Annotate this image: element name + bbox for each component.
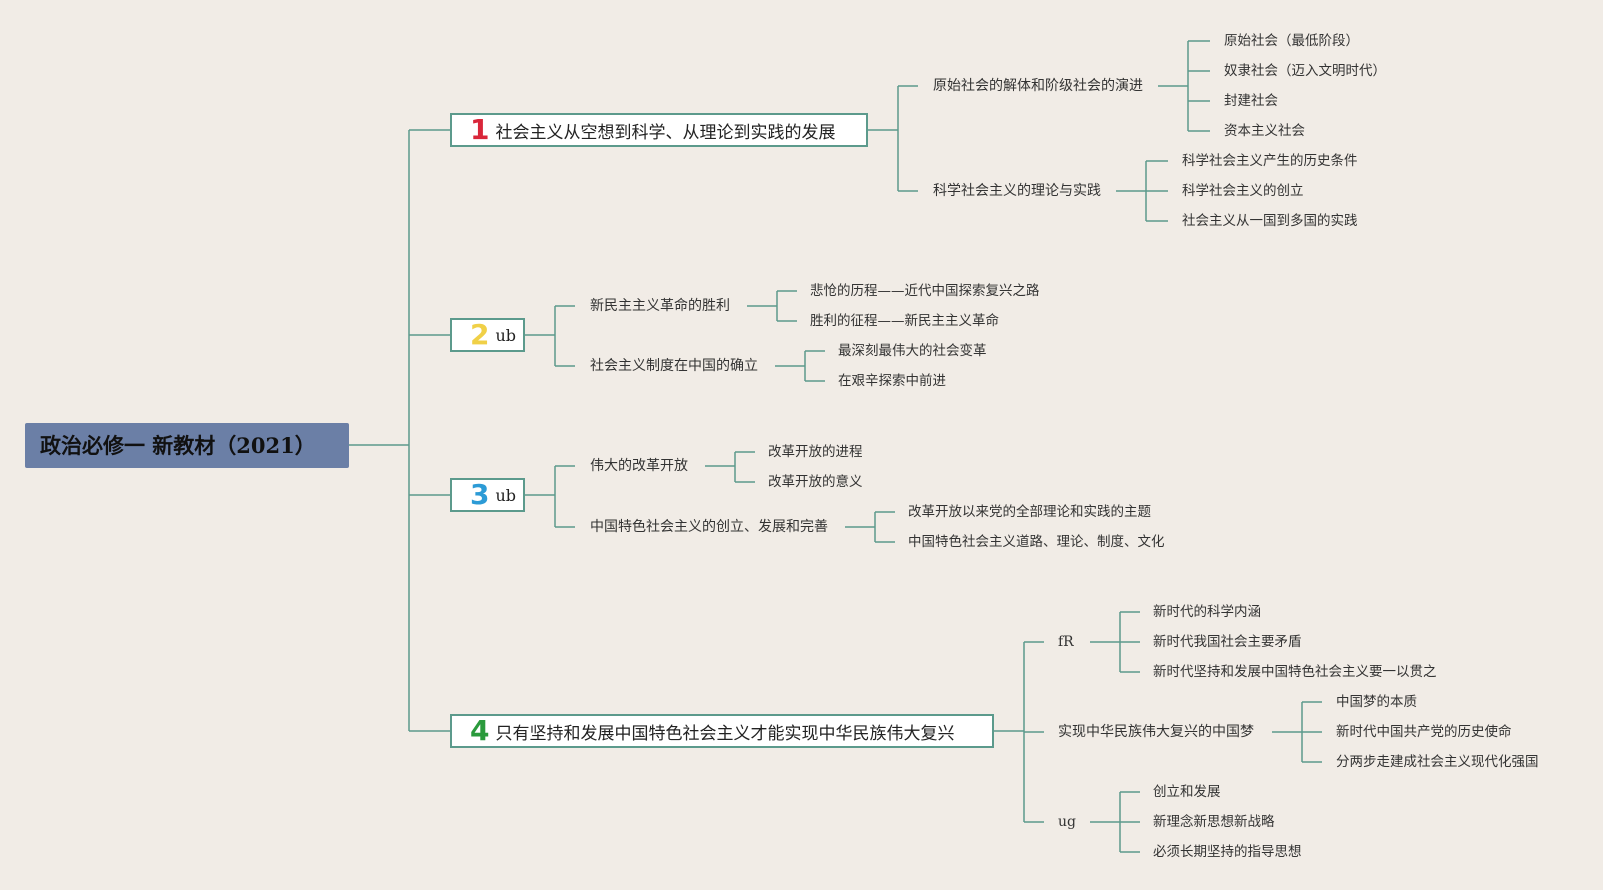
leaf-3-2-2[interactable]: 中国特色社会主义道路、理论、制度、文化 bbox=[908, 534, 1165, 550]
leaf-1-1-4[interactable]: 资本主义社会 bbox=[1224, 123, 1305, 139]
root-topic[interactable]: 政治必修一 新教材（2021） bbox=[25, 423, 349, 468]
root-title: 政治必修一 新教材（2021） bbox=[40, 433, 316, 458]
leaf-1-1-1[interactable]: 原始社会（最低阶段） bbox=[1224, 33, 1359, 49]
leaf-4-3-3[interactable]: 必须长期坚持的指导思想 bbox=[1153, 844, 1302, 860]
branch-2-label: ub bbox=[495, 325, 517, 345]
leaf-2-1-1[interactable]: 悲怆的历程——近代中国探索复兴之路 bbox=[810, 283, 1040, 299]
leaf-1-1-3[interactable]: 封建社会 bbox=[1224, 93, 1278, 109]
branch-2-number: 2 bbox=[470, 318, 490, 351]
leaf-4-2-1[interactable]: 中国梦的本质 bbox=[1336, 694, 1417, 710]
leaf-3-1-2[interactable]: 改革开放的意义 bbox=[768, 474, 863, 490]
branch-3-number: 3 bbox=[470, 478, 490, 511]
topic-3-2[interactable]: 中国特色社会主义的创立、发展和完善 bbox=[590, 519, 828, 535]
branch-1[interactable]: 1 社会主义从空想到科学、从理论到实践的发展 bbox=[450, 113, 868, 147]
topic-1-2[interactable]: 科学社会主义的理论与实践 bbox=[933, 183, 1101, 199]
leaf-1-2-1[interactable]: 科学社会主义产生的历史条件 bbox=[1182, 153, 1358, 169]
topic-4-2[interactable]: 实现中华民族伟大复兴的中国梦 bbox=[1058, 724, 1254, 740]
leaf-1-2-2[interactable]: 科学社会主义的创立 bbox=[1182, 183, 1304, 199]
branch-2[interactable]: 2 ub bbox=[450, 318, 525, 352]
topic-2-2[interactable]: 社会主义制度在中国的确立 bbox=[590, 358, 758, 374]
topic-1-1[interactable]: 原始社会的解体和阶级社会的演进 bbox=[933, 78, 1143, 94]
leaf-2-2-1[interactable]: 最深刻最伟大的社会变革 bbox=[838, 343, 987, 359]
branch-1-label: 社会主义从空想到科学、从理论到实践的发展 bbox=[495, 122, 836, 143]
leaf-4-3-1[interactable]: 创立和发展 bbox=[1153, 784, 1221, 800]
leaf-3-1-1[interactable]: 改革开放的进程 bbox=[768, 444, 863, 460]
leaf-4-1-1[interactable]: 新时代的科学内涵 bbox=[1153, 604, 1261, 620]
leaf-4-1-2[interactable]: 新时代我国社会主要矛盾 bbox=[1153, 634, 1302, 650]
leaf-2-1-2[interactable]: 胜利的征程——新民主主义革命 bbox=[810, 313, 999, 329]
leaf-4-2-3[interactable]: 分两步走建成社会主义现代化强国 bbox=[1336, 754, 1539, 770]
leaf-4-3-2[interactable]: 新理念新思想新战略 bbox=[1153, 814, 1275, 830]
topic-2-1[interactable]: 新民主主义革命的胜利 bbox=[590, 298, 730, 314]
leaf-3-2-1[interactable]: 改革开放以来党的全部理论和实践的主题 bbox=[908, 504, 1151, 520]
leaf-1-2-3[interactable]: 社会主义从一国到多国的实践 bbox=[1182, 213, 1358, 229]
leaf-4-2-2[interactable]: 新时代中国共产党的历史使命 bbox=[1336, 724, 1512, 740]
branch-4-label: 只有坚持和发展中国特色社会主义才能实现中华民族伟大复兴 bbox=[495, 723, 955, 744]
branch-3-label: ub bbox=[495, 485, 517, 505]
leaf-2-2-2[interactable]: 在艰辛探索中前进 bbox=[838, 373, 946, 389]
topic-3-1[interactable]: 伟大的改革开放 bbox=[590, 458, 688, 474]
branch-1-number: 1 bbox=[470, 113, 490, 146]
topic-4-3[interactable]: ug bbox=[1058, 814, 1076, 830]
branch-3[interactable]: 3 ub bbox=[450, 478, 525, 512]
leaf-1-1-2[interactable]: 奴隶社会（迈入文明时代） bbox=[1224, 63, 1386, 79]
topic-4-1[interactable]: fR bbox=[1058, 634, 1074, 650]
branch-4-number: 4 bbox=[470, 714, 490, 747]
leaf-4-1-3[interactable]: 新时代坚持和发展中国特色社会主义要一以贯之 bbox=[1153, 664, 1437, 680]
branch-4[interactable]: 4 只有坚持和发展中国特色社会主义才能实现中华民族伟大复兴 bbox=[450, 714, 994, 748]
